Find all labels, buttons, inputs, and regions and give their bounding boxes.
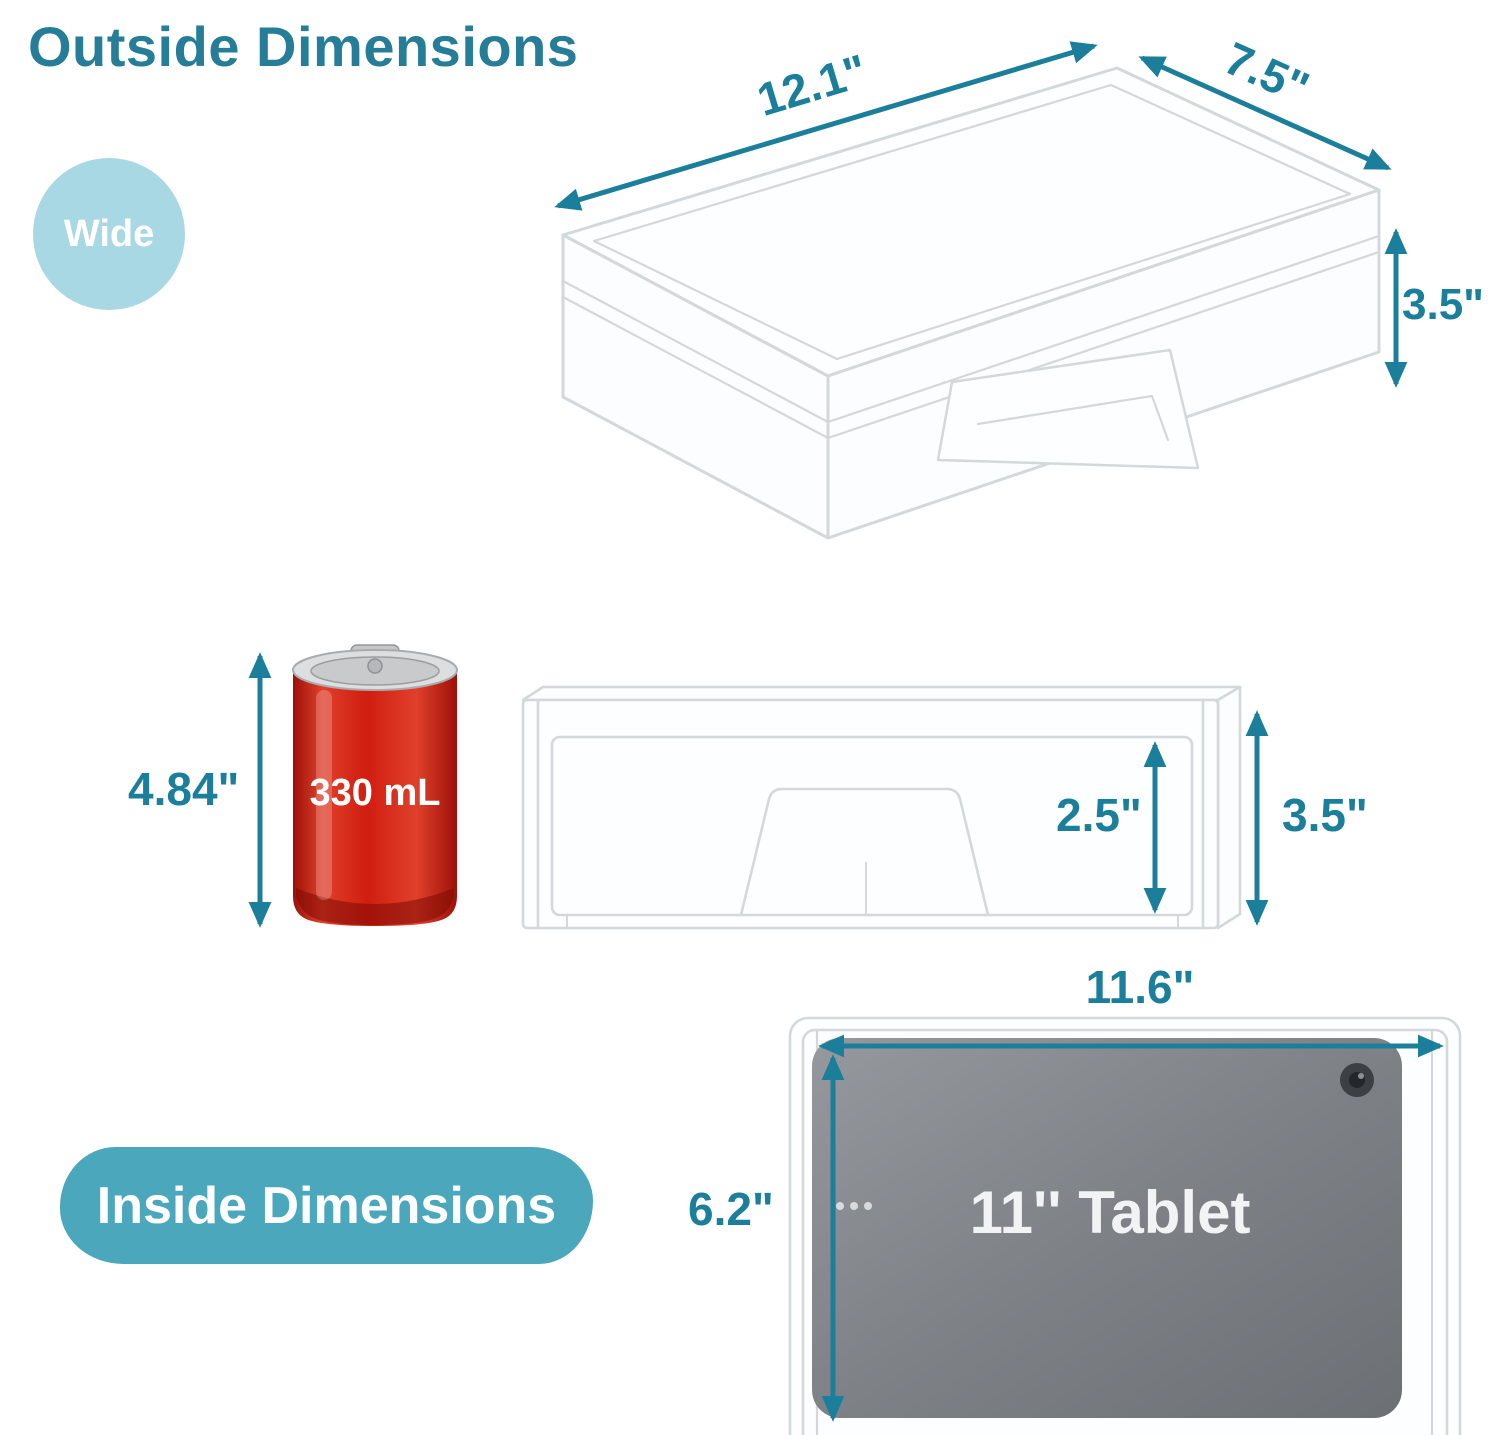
tablet-pin-3 xyxy=(864,1202,872,1210)
outside-dimension-arrows xyxy=(554,41,1408,388)
side-right-sliver xyxy=(1216,685,1242,930)
side-dimension-arrows xyxy=(1143,710,1269,926)
can-body xyxy=(293,670,457,926)
drawer-side-view xyxy=(521,685,1242,930)
side-top-sliver xyxy=(521,685,1242,702)
dim-label-height: 3.5" xyxy=(1402,280,1485,329)
page-title: Outside Dimensions xyxy=(28,15,579,78)
drawer-sleeve-edge xyxy=(561,234,1381,424)
drawer-handle-3d-inner xyxy=(976,394,1170,442)
dim-label-can-height: 4.84" xyxy=(128,763,240,815)
can-highlight xyxy=(316,690,332,900)
drawer-3d-view xyxy=(561,66,1381,540)
tablet-pin-2 xyxy=(850,1202,858,1210)
dim-label-inside-depth: 6.2" xyxy=(688,1183,774,1235)
dim-label-inner-height: 2.5" xyxy=(1056,789,1142,841)
dim-label-outer-height: 3.5" xyxy=(1282,789,1368,841)
wide-badge-label: Wide xyxy=(63,212,155,255)
wide-badge: Wide xyxy=(33,158,185,310)
inside-dimensions-badge: Inside Dimensions xyxy=(60,1147,593,1264)
tablet-camera-glint xyxy=(1358,1073,1364,1079)
dim-arrow-depth xyxy=(1138,55,1392,171)
soda-can xyxy=(248,644,458,928)
inside-dimensions-badge-label: Inside Dimensions xyxy=(96,1176,557,1235)
can-volume-label: 330 mL xyxy=(309,772,441,814)
top-view-inner xyxy=(801,1028,1449,1435)
drawer-handle-side xyxy=(739,787,990,916)
dim-arrow-width xyxy=(554,41,1098,211)
can-bottom-shadow xyxy=(296,888,454,925)
inside-dimension-arrows xyxy=(818,1034,1444,1422)
tablet-body xyxy=(812,1038,1402,1418)
drawer-front-seam xyxy=(561,250,1381,440)
side-drawer-front xyxy=(550,735,1194,917)
can-tab-ring xyxy=(367,658,383,674)
dim-label-inside-width: 11.6" xyxy=(1085,961,1195,1013)
tablet-pin-1 xyxy=(836,1202,844,1210)
tablet xyxy=(812,1038,1402,1418)
side-outer-shell xyxy=(521,698,1220,930)
tablet-text: 11'' Tablet xyxy=(969,1179,1251,1246)
